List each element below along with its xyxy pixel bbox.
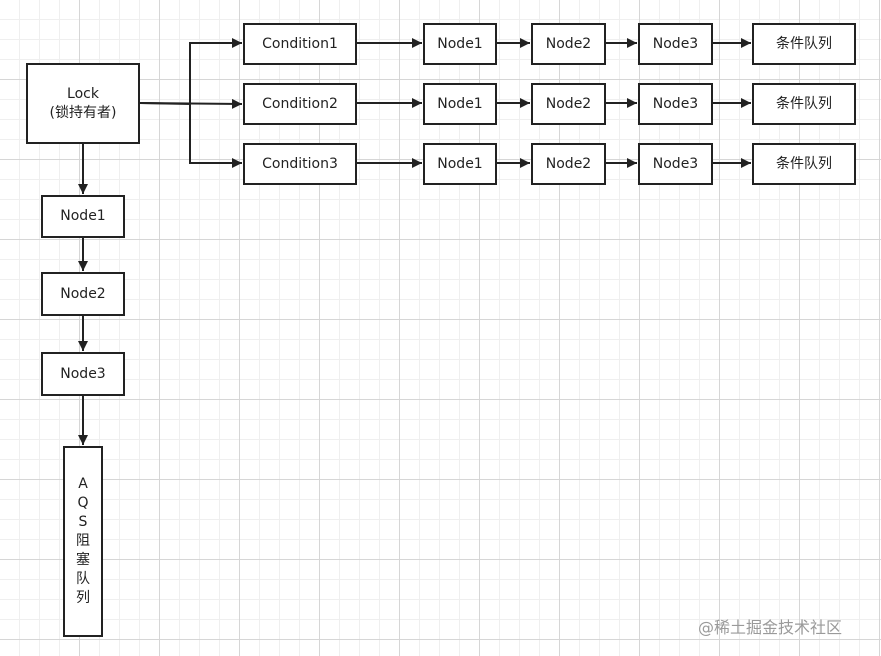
aqs-queue-char-4: 阻 — [76, 533, 90, 550]
aqs-queue-char-2: Q — [77, 495, 89, 512]
lock-box: Lock (锁持有者) — [26, 63, 140, 144]
row3-node2-box: Node2 — [531, 143, 606, 185]
aqs-queue-char-6: 队 — [76, 570, 90, 587]
row3-node3-box: Node3 — [638, 143, 713, 185]
aqs-blocking-queue-box: A Q S 阻 塞 队 列 — [63, 446, 103, 637]
row1-node2-box: Node2 — [531, 23, 606, 65]
lock-holder-label: (锁持有者) — [49, 104, 117, 121]
row1-node1-box: Node1 — [423, 23, 497, 65]
condition1-box: Condition1 — [243, 23, 357, 65]
row2-node3-box: Node3 — [638, 83, 713, 125]
row1-node3-box: Node3 — [638, 23, 713, 65]
aqs-queue-char-1: A — [78, 476, 88, 493]
aqs-node2-box: Node2 — [41, 272, 125, 316]
row1-condition-queue-box: 条件队列 — [752, 23, 856, 65]
condition3-box: Condition3 — [243, 143, 357, 185]
aqs-node1-box: Node1 — [41, 195, 125, 238]
aqs-queue-char-7: 列 — [76, 589, 90, 606]
aqs-queue-char-3: S — [78, 514, 88, 531]
row2-node1-box: Node1 — [423, 83, 497, 125]
condition2-box: Condition2 — [243, 83, 357, 125]
aqs-queue-char-5: 塞 — [76, 551, 90, 568]
edge-lock-condition1 — [139, 38, 242, 106]
row3-condition-queue-box: 条件队列 — [752, 143, 856, 185]
row2-condition-queue-box: 条件队列 — [752, 83, 856, 125]
row2-node2-box: Node2 — [531, 83, 606, 125]
watermark: @稀土掘金技术社区 — [698, 618, 843, 637]
lock-label: Lock — [67, 86, 99, 103]
edge-lock-condition2 — [139, 98, 243, 109]
row3-node1-box: Node1 — [423, 143, 497, 185]
edge-lock-condition3 — [189, 104, 242, 168]
aqs-node3-box: Node3 — [41, 352, 125, 396]
